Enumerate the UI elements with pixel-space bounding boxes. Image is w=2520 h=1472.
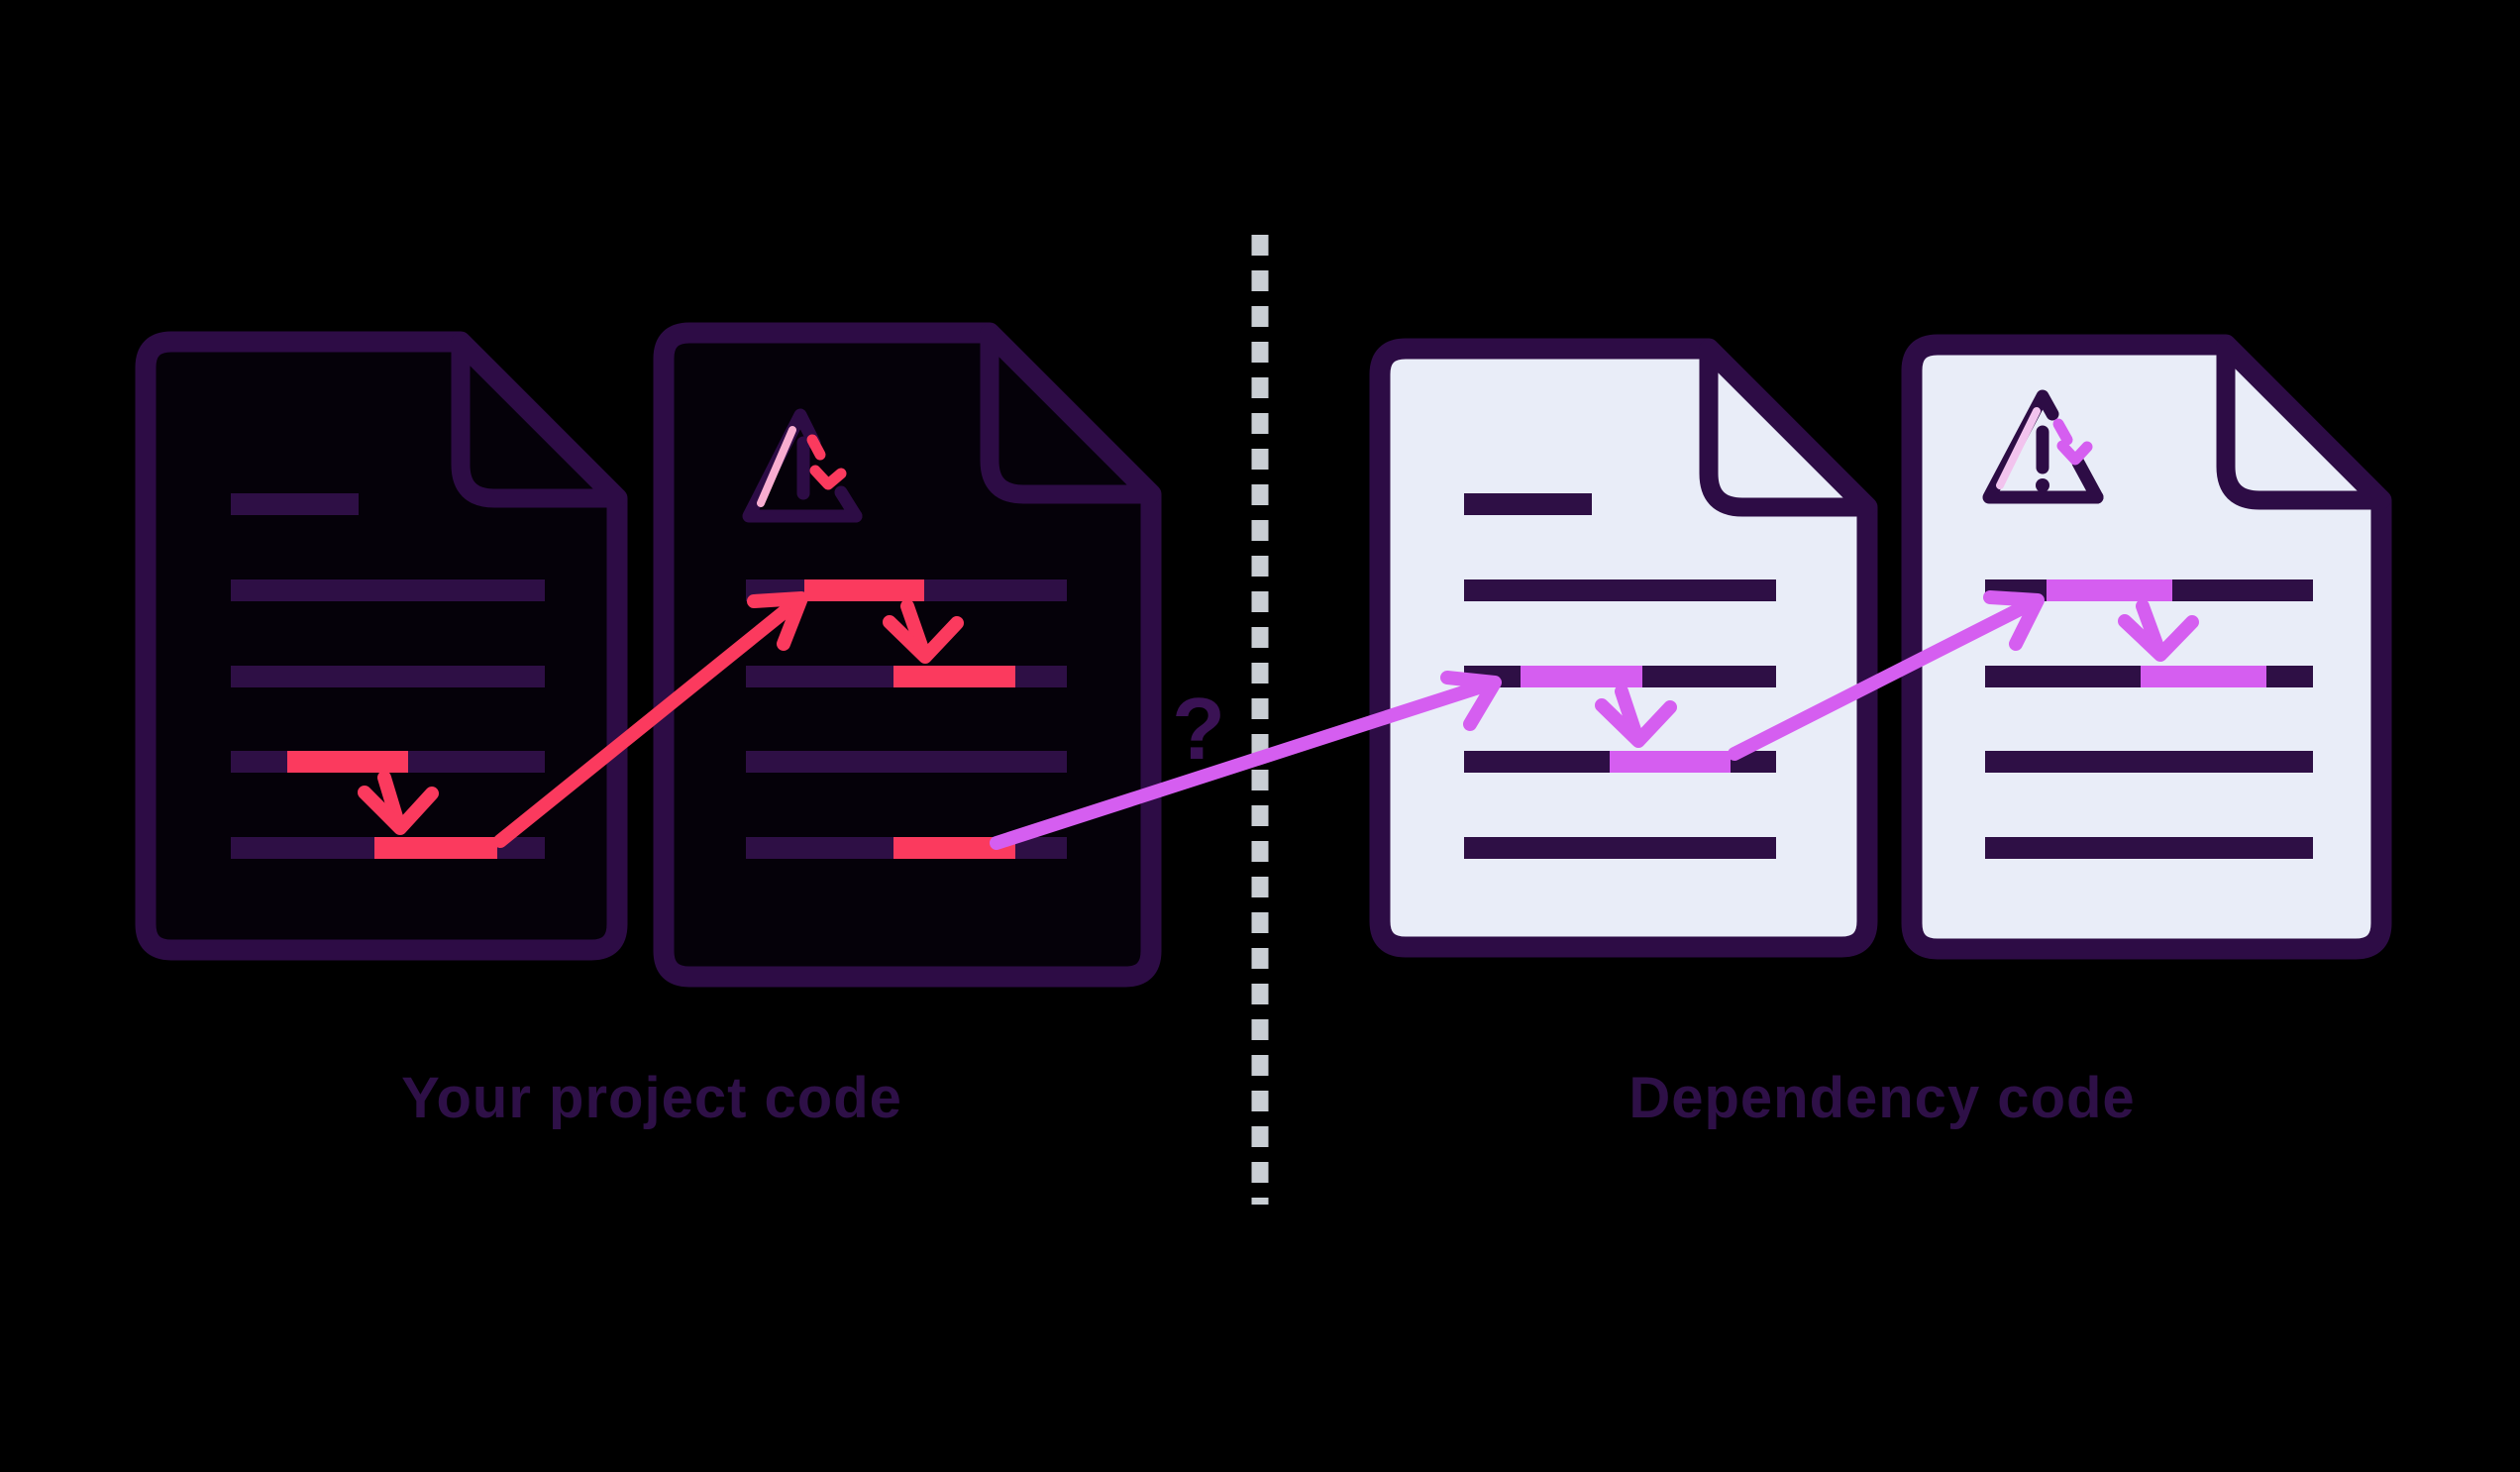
code-line [231,666,545,687]
arrowhead-down-icon [358,786,439,835]
trace-arrow-down [2136,599,2164,654]
document-dependency-file [1369,338,1878,958]
highlight-violet [1610,751,1731,773]
highlight-violet [1521,666,1642,687]
warning-triangle-icon [742,408,863,523]
trace-arrow-down [1615,684,1642,740]
arrowhead-icon [747,591,808,651]
code-line [1464,579,1776,601]
highlight-red [893,666,1015,687]
trace-arrow-cross-file [1728,598,2035,761]
highlight-red [374,837,497,859]
code-line [1464,837,1776,859]
arrowhead-icon [1983,590,2045,651]
trace-arrow-cross-boundary [990,679,1492,850]
arrowhead-down-icon [2118,614,2199,662]
right-panel-label: Dependency code [1628,1066,2135,1130]
folded-corner [451,332,627,508]
left-panel-label: Your project code [401,1066,902,1130]
code-line [746,751,1067,773]
folded-corner [2216,335,2391,510]
trace-arrow-down [377,771,404,827]
document-project-file [135,331,628,961]
arrowhead-down-icon [1595,698,1677,748]
trace-arrows [358,590,2199,850]
highlight-red [893,837,1015,859]
code-line [1985,837,2313,859]
highlight-violet [2047,579,2172,601]
arrowhead-down-icon [883,615,964,664]
code-line [1464,493,1592,515]
code-line [231,493,359,515]
highlight-red [804,579,924,601]
arrowhead-icon [1440,671,1502,731]
highlight-red [287,751,408,773]
trace-arrow-cross-file [493,598,799,848]
trace-arrow-down [900,599,929,656]
folded-corner [980,323,1161,504]
document-project-file-warning [653,322,1162,988]
warning-triangle-icon [1982,389,2104,504]
highlight-violet [2141,666,2266,687]
question-mark: ? [1172,680,1225,778]
folded-corner [1699,339,1877,517]
code-line [231,579,545,601]
code-line [1985,751,2313,773]
